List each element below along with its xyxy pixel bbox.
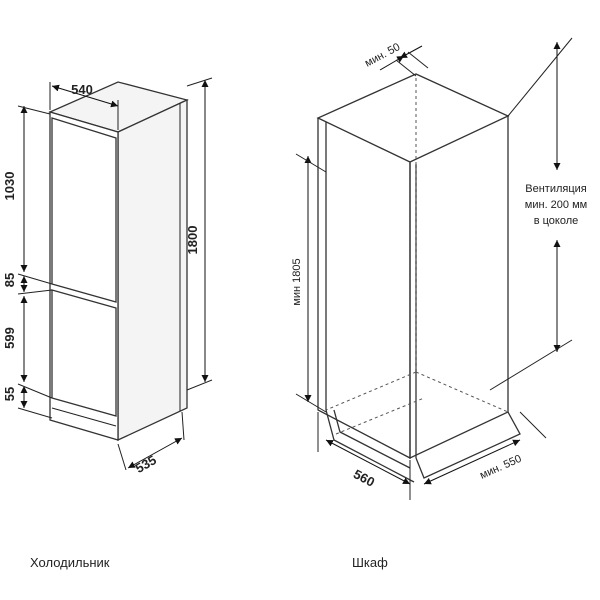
fridge-caption: Холодильник [30,555,110,570]
fridge-total-height-label: 1800 [185,226,200,255]
ventilation-line-1: Вентиляция [525,183,587,195]
cabinet-height-ext-top [295,153,327,173]
fridge-total-ext-bottom [186,379,213,391]
fridge-depth-label: 535 [133,452,159,476]
fridge-plinth-label: 55 [2,387,17,401]
cabinet-width-arrow [325,439,411,485]
fridge-ext-lower-top [17,289,53,295]
cabinet-gap-arrow-left [379,55,405,71]
fridge-depth-arrow [127,437,183,469]
fridge-lower-door [51,289,117,417]
fridge-lower-height-label: 599 [2,327,17,349]
fridge-ext-upper-bottom [17,273,53,285]
cabinet-right-side [409,116,509,460]
cabinet-top-face [316,73,510,163]
fridge-depth-ext-right [181,411,185,441]
cabinet-min-height-label: мин 1805 [291,258,303,305]
cabinet-caption: Шкаф [352,555,388,570]
cabinet-height-ext-bottom [295,393,327,413]
cabinet-depth-arrow [423,439,521,485]
cabinet-depth-label: мин. 550 [478,453,523,482]
fridge-upper-height-label: 1030 [2,172,17,201]
fridge-width-label: 540 [71,82,93,97]
ventilation-ext-bottom [489,339,573,391]
cabinet-width-label: 560 [351,466,377,489]
ventilation-label-bg [510,178,600,234]
fridge-upper-door [51,117,117,303]
fridge-plinth-line [51,407,117,427]
ventilation-ext-top [507,37,573,117]
cabinet-hidden-floor-right [415,371,509,413]
cabinet-hidden-floor-left [325,371,417,411]
ventilation-line-3: в цоколе [534,215,579,227]
fridge-drawing: 540 1030 85 599 55 1800 535 [2,77,213,476]
fridge-ext-top [17,105,51,115]
cabinet-depth-ext-right [519,411,547,439]
cabinet-front-frame [317,118,411,460]
fridge-side-face [117,98,188,442]
fridge-ext-bottom [17,407,53,419]
fridge-depth-ext-left [117,443,127,471]
fridge-width-arrow [51,84,119,108]
cabinet-gap-ext-2 [407,51,429,69]
cabinet-gap-ext-1 [395,59,417,77]
cabinet-plinth-hidden [335,397,425,435]
cabinet-top-gap-label: мин. 50 [363,41,402,70]
ventilation-line-2: мин. 200 мм [525,199,587,211]
cabinet-drawing: мин. 50 мин 1805 Вентиляция мин. 200 мм … [291,37,600,500]
fridge-total-ext-top [186,77,213,87]
fridge-gap-label: 85 [2,273,17,287]
fridge-ext-lower-bottom [17,383,53,399]
